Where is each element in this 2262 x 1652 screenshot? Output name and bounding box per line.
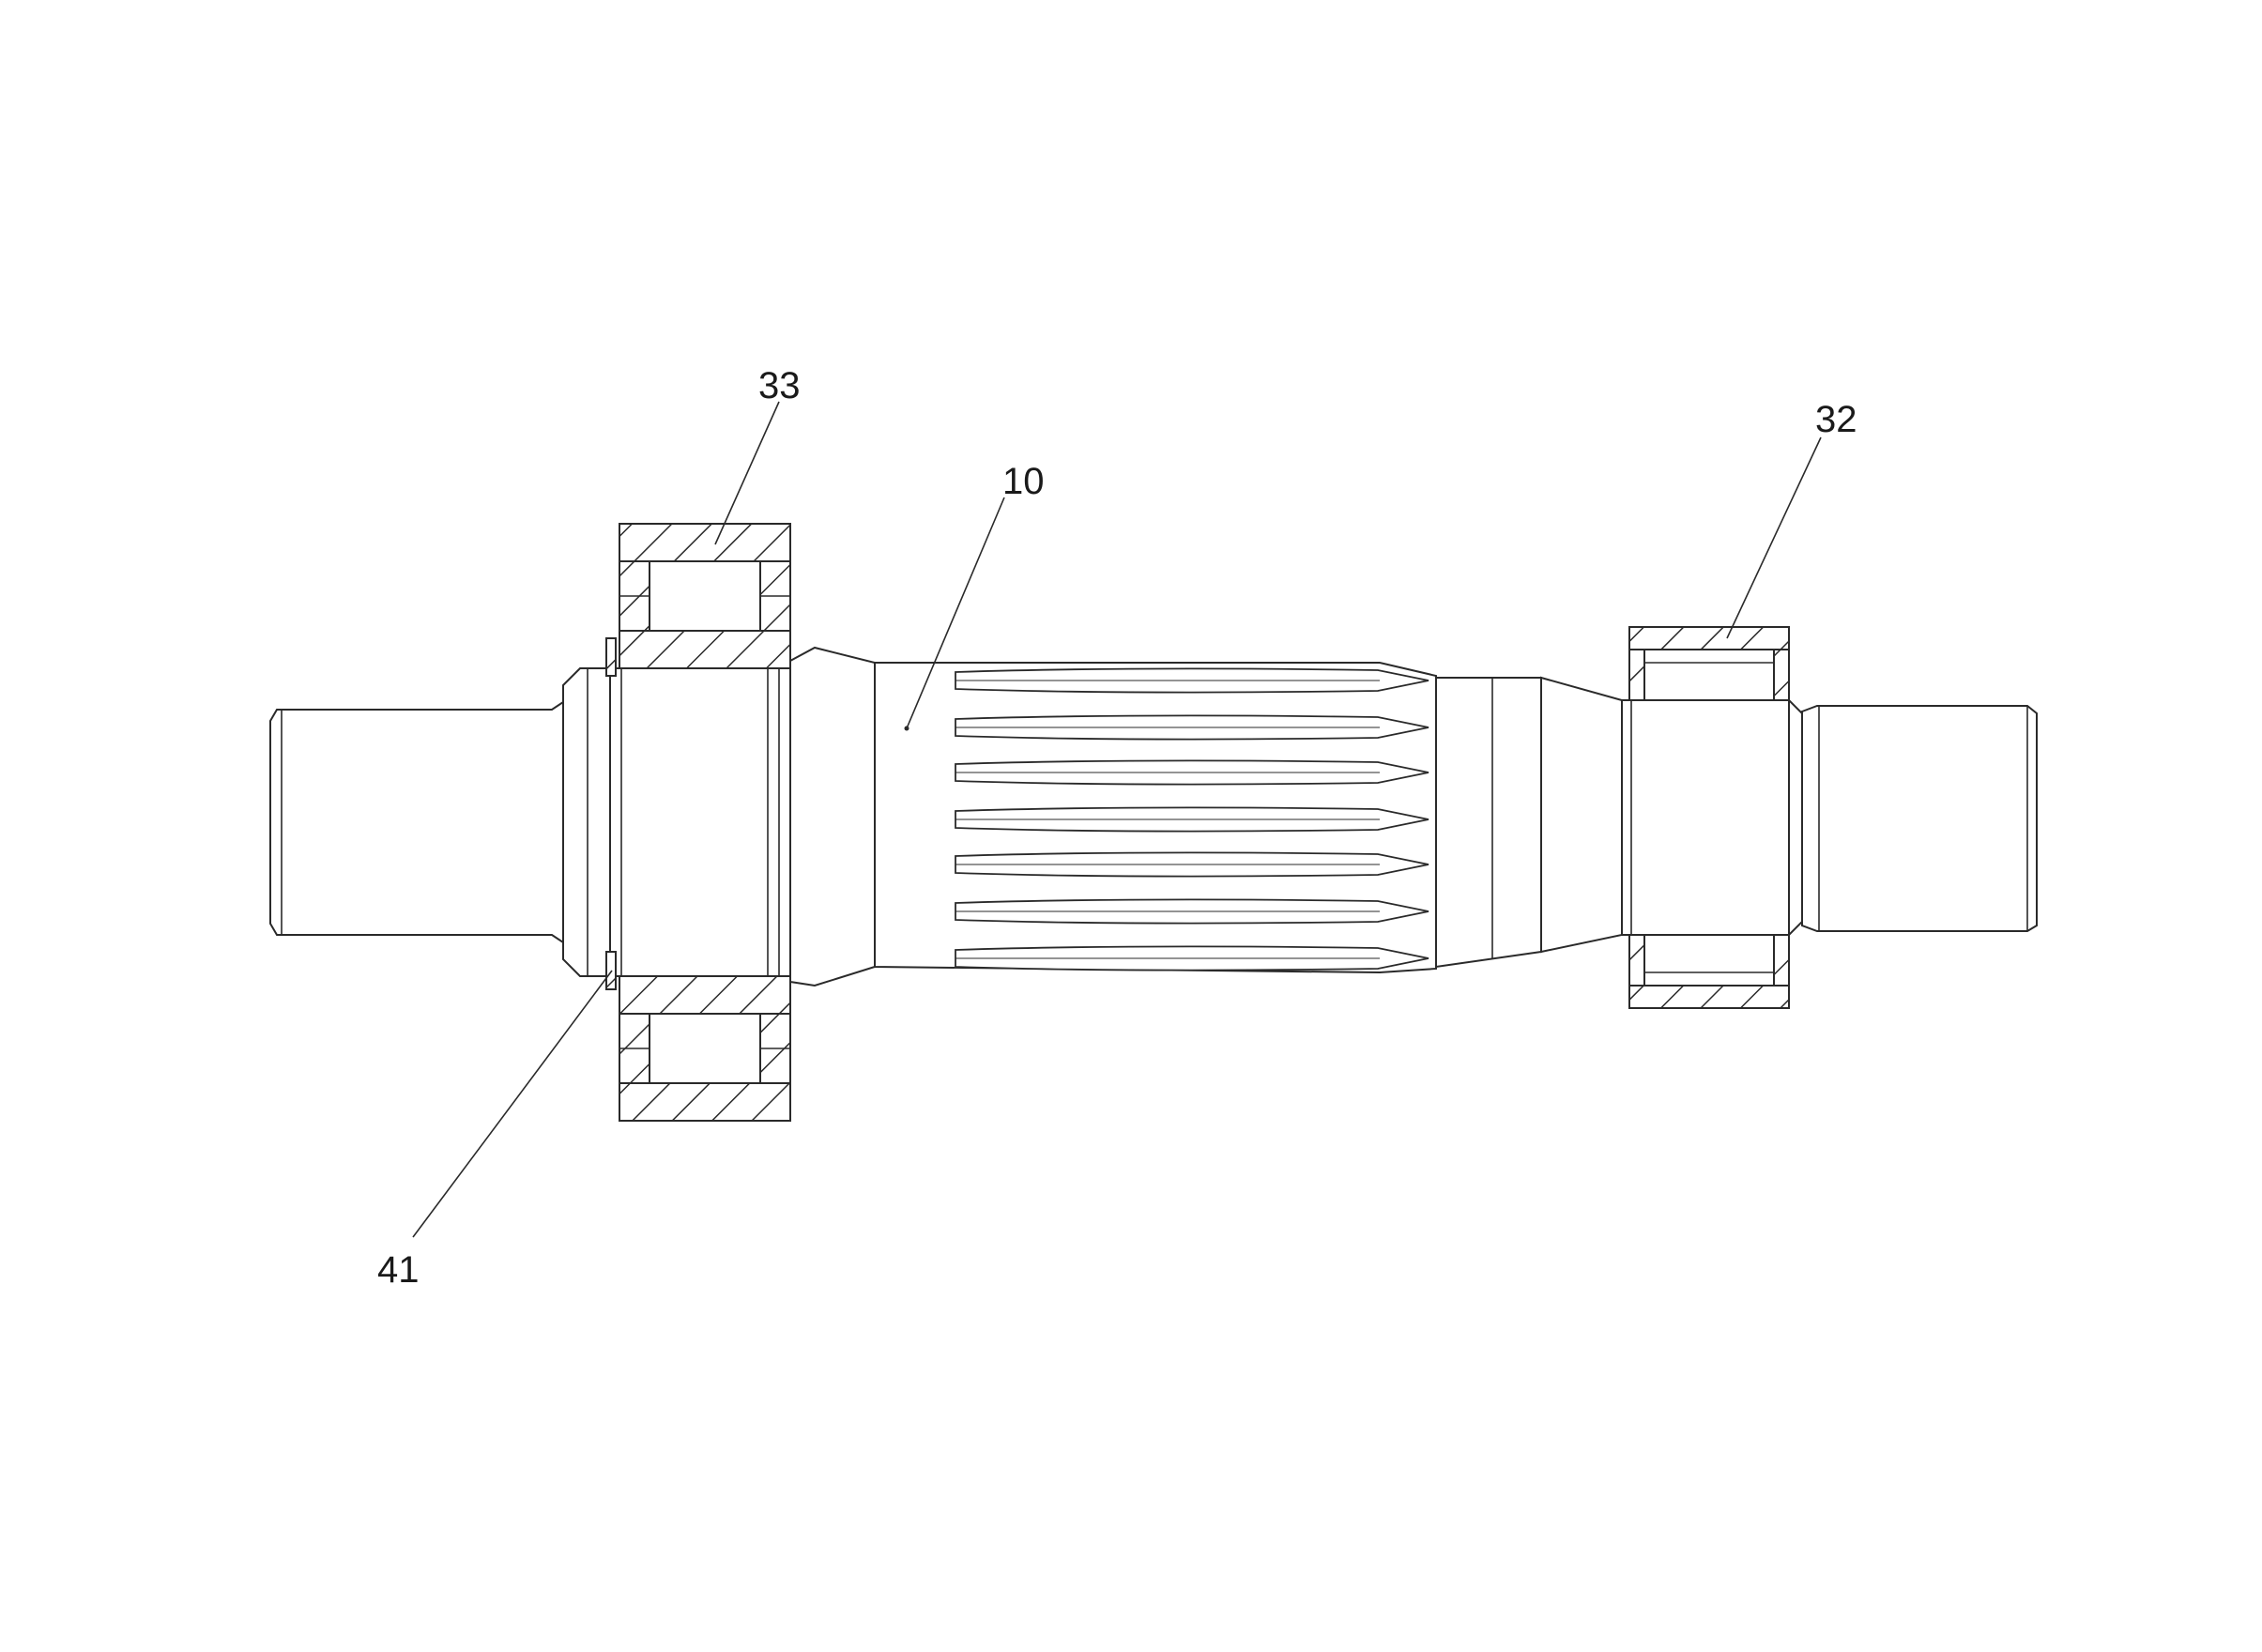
- bearing-left-inner-ring-bottom: [619, 975, 791, 1015]
- leader-32: [1726, 436, 1822, 639]
- bearing-right-outer-ring-top: [1628, 626, 1790, 650]
- bearing-left-roller-bottom: [649, 1013, 761, 1084]
- shaft-left-journal: [269, 700, 564, 944]
- bearing-left-outer-ring-top: [619, 523, 791, 562]
- shaft-right-taper: [1540, 676, 1623, 954]
- shaft-bearing-seat-right: [1621, 699, 1790, 936]
- retaining-ring: [605, 637, 617, 990]
- label-32: 32: [1815, 399, 1857, 440]
- shaft-bearing-seat-left: [609, 667, 791, 977]
- bearing-right-roller-top: [1643, 649, 1775, 701]
- shaft-splines: [955, 667, 1429, 971]
- bearing-left-inner-ring-top: [619, 630, 791, 669]
- leader-41: [412, 970, 613, 1238]
- label-10: 10: [1002, 461, 1045, 502]
- shaft-right-journal: [1801, 705, 2038, 932]
- leader-33: [714, 401, 780, 545]
- bearing-right: [1628, 626, 1790, 1009]
- shaft-right-body: [1435, 677, 1542, 969]
- leader-lines: [412, 401, 1822, 1238]
- shaft-left-taper: [789, 646, 876, 987]
- leader-10: [906, 497, 1005, 729]
- bearing-left-roller-top: [649, 560, 761, 632]
- shaft-neck: [562, 667, 611, 977]
- label-41: 41: [377, 1249, 420, 1291]
- bearing-right-outer-ring-bottom: [1628, 985, 1790, 1009]
- bearing-left: [619, 523, 791, 1122]
- label-33: 33: [758, 365, 801, 406]
- bearing-right-roller-bottom: [1643, 934, 1775, 987]
- bearing-left-outer-ring-bottom: [619, 1082, 791, 1122]
